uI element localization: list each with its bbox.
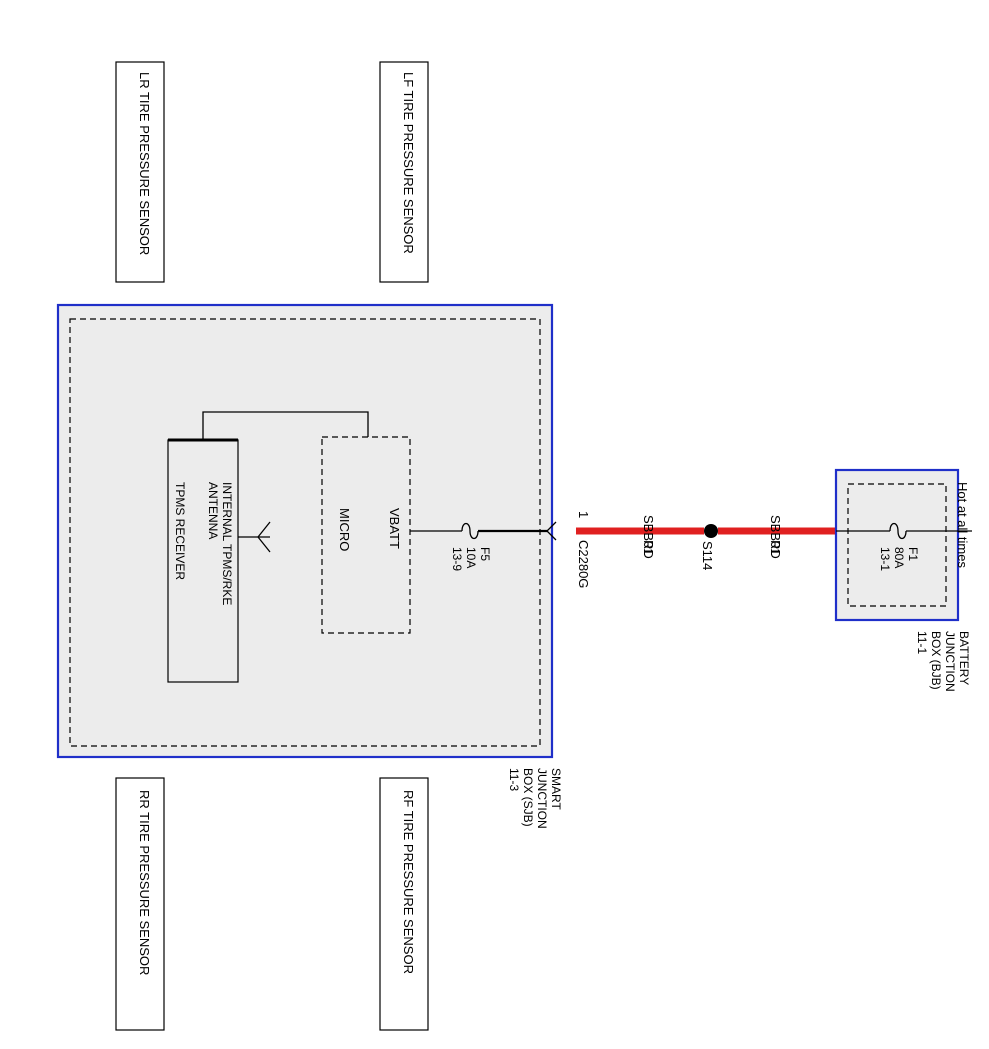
- connector-c2280g-label: C2280G: [576, 540, 591, 588]
- battery-junction-box: F1 80A 13-1 Hot at all times BATTERY JUN…: [834, 468, 972, 692]
- fuse-f5-line-3: 13-9: [450, 547, 464, 571]
- sjb-name-line-1: SMART: [549, 768, 563, 810]
- color-right-label: RD: [768, 540, 783, 559]
- rr-tire-pressure-sensor: RR TIRE PRESSURE SENSOR: [115, 777, 165, 1031]
- circuit-left-label: SBB01: [641, 515, 656, 555]
- fuse-f1-line-3: 13-1: [878, 547, 892, 571]
- color-left-label: RD: [641, 540, 656, 559]
- connector-pin-number: 1: [576, 511, 591, 518]
- vbatt-label: VBATT: [387, 508, 402, 549]
- bjb-name-line-3: BOX (BJB): [929, 631, 943, 690]
- rf-sensor-label: RF TIRE PRESSURE SENSOR: [401, 790, 416, 974]
- sjb-name-line-2: JUNCTION: [535, 768, 549, 829]
- splice-label: S114: [700, 541, 715, 570]
- splice-s114-dot: [704, 524, 718, 538]
- lf-tire-pressure-sensor: LF TIRE PRESSURE SENSOR: [379, 61, 429, 283]
- antenna-icon: [238, 521, 271, 553]
- micro-block: [321, 436, 411, 634]
- micro-receiver-link: [202, 411, 369, 440]
- receiver-line-3: TPMS RECEIVER: [173, 482, 187, 580]
- receiver-line-1: INTERNAL TPMS/RKE: [220, 482, 234, 605]
- rr-sensor-label: RR TIRE PRESSURE SENSOR: [137, 790, 152, 975]
- fuse-f1-line-1: F1: [906, 547, 920, 561]
- lr-tire-pressure-sensor: LR TIRE PRESSURE SENSOR: [115, 61, 165, 283]
- fuse-f5-line-1: F5: [478, 547, 492, 561]
- micro-label: MICRO: [337, 508, 352, 551]
- bjb-name-line-1: BATTERY: [957, 631, 971, 685]
- sjb-name-line-3: BOX (SJB): [521, 768, 535, 827]
- sjb-name-line-4: 11-3: [507, 768, 521, 791]
- rf-tire-pressure-sensor: RF TIRE PRESSURE SENSOR: [379, 777, 429, 1031]
- sjb-dashed-boundary: [69, 318, 541, 747]
- lr-sensor-label: LR TIRE PRESSURE SENSOR: [137, 72, 152, 255]
- receiver-line-2: ANTENNA: [206, 482, 220, 539]
- fuse-f1-icon: [889, 522, 907, 540]
- fuse-f5-line-2: 10A: [464, 547, 478, 568]
- connector-c2280g-icon: [546, 521, 557, 541]
- hot-at-all-times-label: Hot at all times: [955, 482, 970, 568]
- fuse-f5-icon: [461, 522, 479, 540]
- bjb-outer-border: [834, 468, 960, 622]
- smart-junction-box: VBATT MICRO INTERNAL TPMS/RKE ANTENNA TP…: [56, 303, 591, 829]
- lf-sensor-label: LF TIRE PRESSURE SENSOR: [401, 72, 416, 254]
- power-wiring: SBB01 RD S114 SBB01 RD: [576, 515, 836, 570]
- fuse-f1-line-2: 80A: [892, 547, 906, 568]
- circuit-right-label: SBB01: [768, 515, 783, 555]
- bjb-name-line-2: JUNCTION: [943, 631, 957, 692]
- bjb-name-line-4: 11-1: [915, 631, 929, 654]
